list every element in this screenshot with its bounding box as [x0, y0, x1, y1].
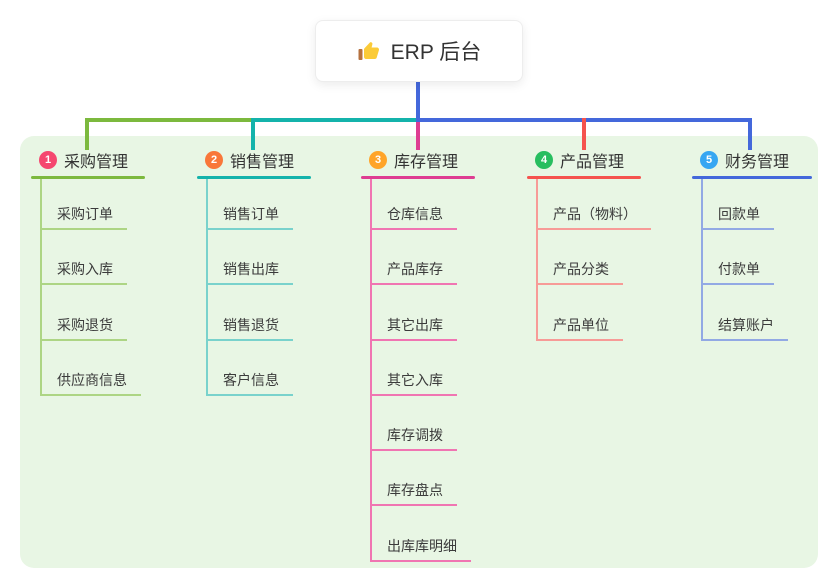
mindmap-leaf-node[interactable]: 仓库信息	[370, 179, 457, 230]
branch-purchase: 1 采购管理 采购订单 采购入库 采购退货 供应商信息	[31, 148, 145, 397]
leaf-label: 产品（物料）	[553, 206, 637, 222]
branch-title-label: 销售管理	[230, 154, 295, 171]
branch-product: 4 产品管理 产品（物料） 产品分类 产品单位	[527, 148, 651, 341]
branch-product-title[interactable]: 4 产品管理	[527, 148, 641, 172]
leaf-label: 结算账户	[718, 316, 774, 333]
connector-bus-teal	[251, 118, 418, 122]
mindmap-leaf-node[interactable]: 产品库存	[370, 230, 457, 286]
leaf-label: 产品库存	[387, 261, 443, 278]
branch-sales-title[interactable]: 2 销售管理	[197, 148, 311, 172]
mindmap-leaf-node[interactable]: 采购入库	[40, 230, 127, 286]
branch-title-label: 财务管理	[725, 154, 790, 171]
root-label: ERP 后台	[390, 41, 482, 64]
branch-finance-title[interactable]: 5 财务管理	[692, 148, 812, 172]
connector-drop-purchase	[85, 118, 89, 150]
mindmap-leaf-node[interactable]: 出库库明细	[370, 506, 471, 563]
leaf-label: 产品分类	[553, 261, 609, 278]
leaf-label: 库存盘点	[387, 482, 443, 499]
branch-items: 产品（物料） 产品分类 产品单位	[536, 179, 651, 341]
branch-sales: 2 销售管理 销售订单 销售出库 销售退货 客户信息	[197, 148, 311, 397]
mindmap-leaf-node[interactable]: 付款单	[701, 230, 774, 286]
branch-underline	[692, 176, 812, 179]
connector-drop-product	[582, 118, 586, 150]
badge-4: 4	[535, 151, 553, 169]
badge-1: 1	[39, 151, 57, 169]
thumbs-up-icon	[357, 39, 381, 63]
badge-5: 5	[700, 151, 718, 169]
branch-inventory: 3 库存管理 仓库信息 产品库存 其它出库 其它入库 库存调拨 库存盘点 出库库…	[361, 148, 475, 563]
mindmap-leaf-node[interactable]: 采购订单	[40, 179, 127, 230]
leaf-label: 产品单位	[553, 316, 609, 333]
leaf-label: 销售出库	[223, 261, 279, 278]
mindmap-leaf-node[interactable]: 采购退货	[40, 285, 127, 341]
mindmap-leaf-node[interactable]: 产品单位	[536, 285, 623, 341]
leaf-label: 仓库信息	[387, 206, 443, 222]
mindmap-leaf-node[interactable]: 回款单	[701, 179, 774, 230]
branch-title-label: 产品管理	[560, 154, 625, 171]
branches-panel	[20, 136, 818, 568]
branch-underline	[527, 176, 641, 179]
mindmap-leaf-node[interactable]: 产品（物料）	[536, 179, 651, 230]
mindmap-leaf-node[interactable]: 库存盘点	[370, 451, 457, 507]
connector-bus-green	[85, 118, 253, 122]
leaf-label: 采购订单	[57, 206, 113, 222]
mindmap-leaf-node[interactable]: 客户信息	[206, 341, 293, 397]
mindmap-leaf-node[interactable]: 库存调拨	[370, 396, 457, 452]
branch-items: 采购订单 采购入库 采购退货 供应商信息	[40, 179, 145, 397]
mindmap-leaf-node[interactable]: 销售出库	[206, 230, 293, 286]
leaf-label: 其它入库	[387, 371, 443, 388]
leaf-label: 出库库明细	[387, 537, 457, 554]
branch-inventory-title[interactable]: 3 库存管理	[361, 148, 475, 172]
leaf-label: 采购退货	[57, 316, 113, 333]
branch-underline	[31, 176, 145, 179]
connector-drop-sales	[251, 118, 255, 150]
mindmap-leaf-node[interactable]: 其它出库	[370, 285, 457, 341]
branch-items: 回款单 付款单 结算账户	[701, 179, 812, 341]
branch-title-label: 采购管理	[64, 154, 129, 171]
leaf-label: 付款单	[718, 261, 760, 278]
root-node[interactable]: ERP 后台	[315, 20, 523, 82]
leaf-label: 回款单	[718, 206, 760, 222]
connector-drop-inventory	[416, 122, 420, 150]
leaf-label: 采购入库	[57, 261, 113, 278]
leaf-label: 其它出库	[387, 316, 443, 333]
mindmap-leaf-node[interactable]: 其它入库	[370, 341, 457, 397]
branch-title-label: 库存管理	[394, 154, 459, 171]
connector-drop-finance	[748, 118, 752, 150]
connector-stem	[416, 82, 420, 120]
mindmap-leaf-node[interactable]: 销售退货	[206, 285, 293, 341]
mindmap-leaf-node[interactable]: 结算账户	[701, 285, 788, 341]
leaf-label: 销售退货	[223, 316, 279, 333]
branch-underline	[361, 176, 475, 179]
mindmap-leaf-node[interactable]: 产品分类	[536, 230, 623, 286]
branch-items: 销售订单 销售出库 销售退货 客户信息	[206, 179, 311, 397]
branch-items: 仓库信息 产品库存 其它出库 其它入库 库存调拨 库存盘点 出库库明细	[370, 179, 475, 563]
mindmap-leaf-node[interactable]: 供应商信息	[40, 341, 141, 397]
mindmap-leaf-node[interactable]: 销售订单	[206, 179, 293, 230]
branch-purchase-title[interactable]: 1 采购管理	[31, 148, 145, 172]
leaf-label: 销售订单	[223, 206, 279, 222]
leaf-label: 库存调拨	[387, 427, 443, 444]
leaf-label: 供应商信息	[57, 371, 127, 388]
branch-finance: 5 财务管理 回款单 付款单 结算账户	[692, 148, 812, 341]
leaf-label: 客户信息	[223, 371, 279, 388]
badge-2: 2	[205, 151, 223, 169]
badge-3: 3	[369, 151, 387, 169]
branch-underline	[197, 176, 311, 179]
